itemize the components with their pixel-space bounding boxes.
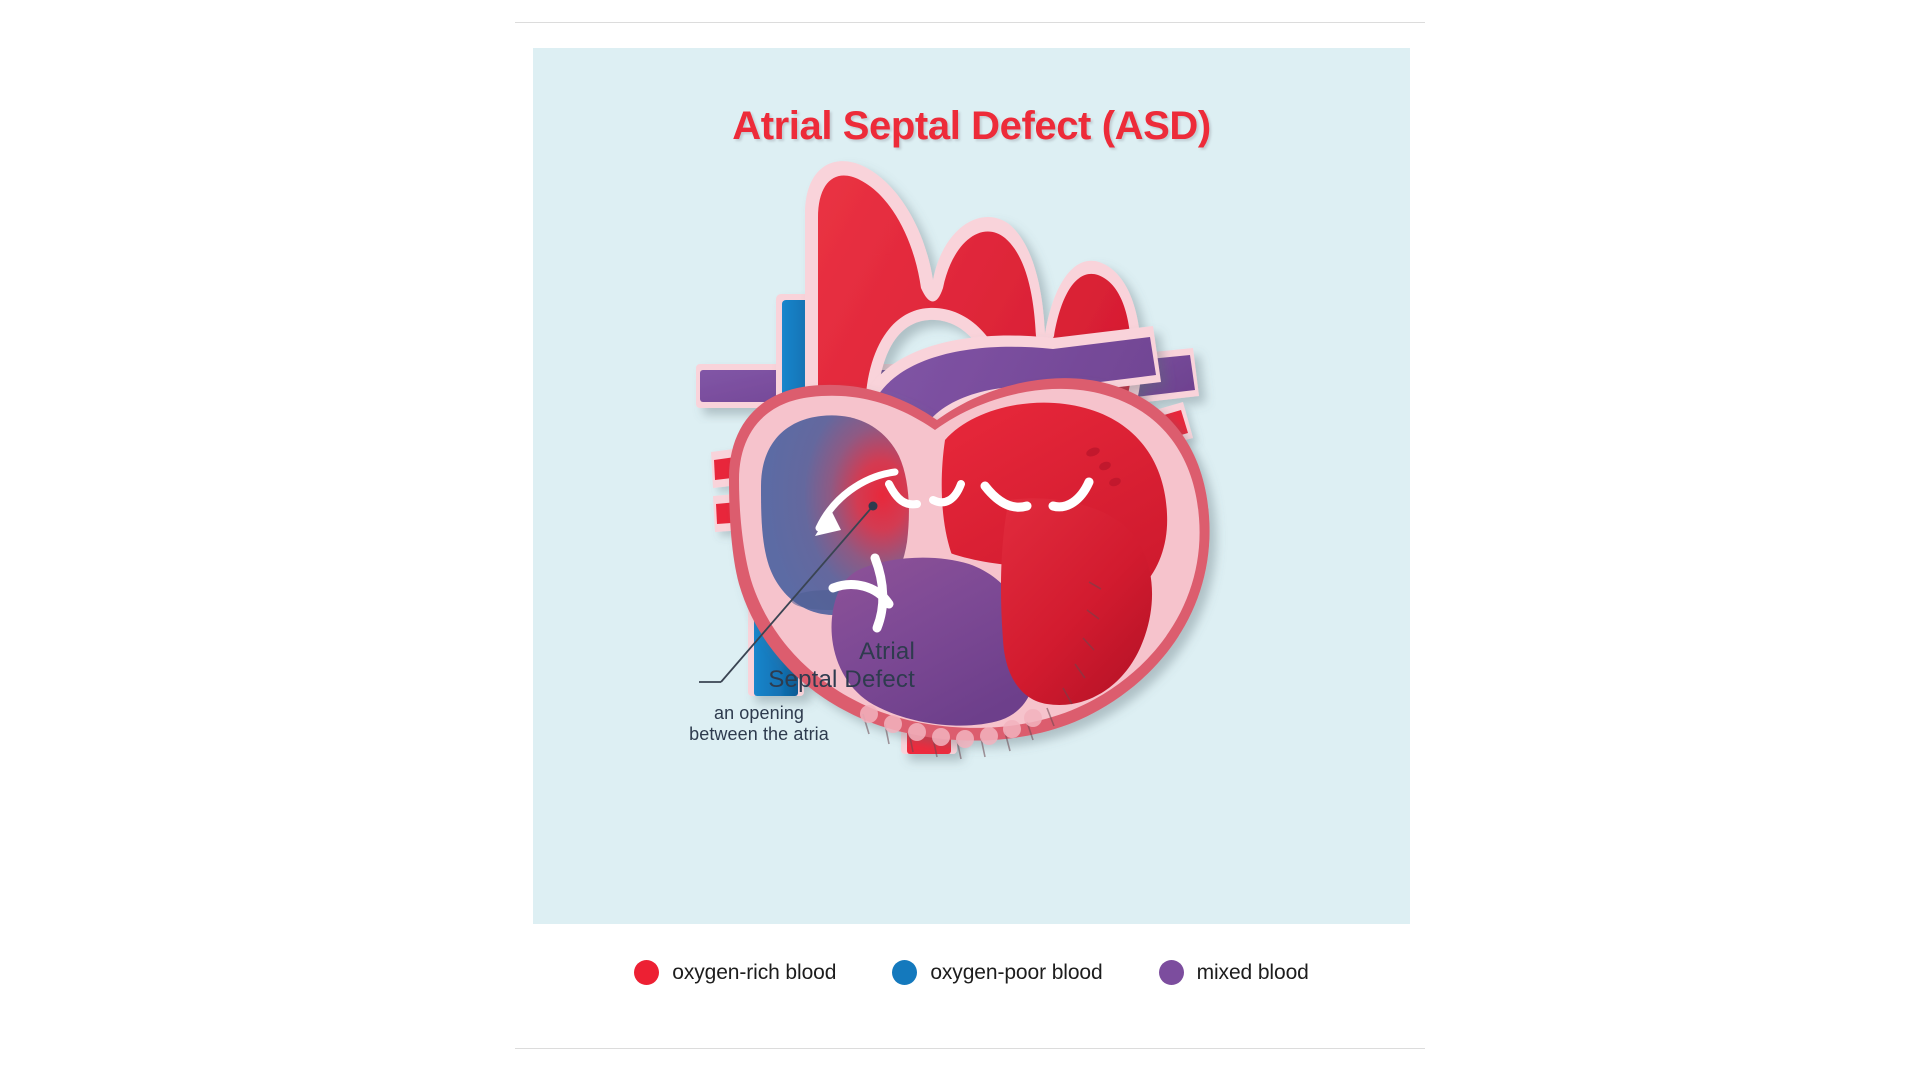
circle-dot-icon (634, 960, 660, 985)
annotation-block: Atrial Septal Defect an opening between … (603, 638, 915, 745)
left-ventricle (1001, 498, 1153, 705)
atrial-septal-defect-shunt-arrow (815, 468, 899, 536)
bottom-divider-rule (515, 1048, 1425, 1049)
legend-item-mixed: mixed blood (1158, 960, 1309, 985)
legend-item-oxygen-rich: oxygen-rich blood (634, 960, 836, 985)
legend-label-oxygen-rich: oxygen-rich blood (672, 960, 837, 984)
annotation-description: an opening between the atria (689, 703, 829, 744)
circle-dot-icon (892, 960, 918, 985)
pulmonary-trunk (863, 326, 1161, 608)
top-divider-rule (515, 22, 1425, 23)
heart-diagram (533, 48, 1410, 924)
annotation-label: Atrial Septal Defect (768, 638, 915, 693)
heart-cross-section-illustration (696, 161, 1210, 760)
legend: oxygen-rich blood oxygen-poor blood mixe… (533, 960, 1410, 985)
heart-valves (828, 477, 1094, 633)
legend-label-oxygen-poor: oxygen-poor blood (930, 960, 1103, 984)
circle-dot-icon (1158, 960, 1184, 985)
annotation-leader-line (699, 501, 878, 683)
endocardium-scallop (860, 705, 1042, 748)
legend-label-mixed: mixed blood (1196, 960, 1309, 984)
trabeculae-detail (862, 581, 1102, 760)
page-title: Atrial Septal Defect (ASD) (732, 104, 1211, 148)
legend-item-oxygen-poor: oxygen-poor blood (892, 960, 1103, 985)
illustration-panel: Atrial Septal Defect (ASD) (533, 48, 1410, 924)
